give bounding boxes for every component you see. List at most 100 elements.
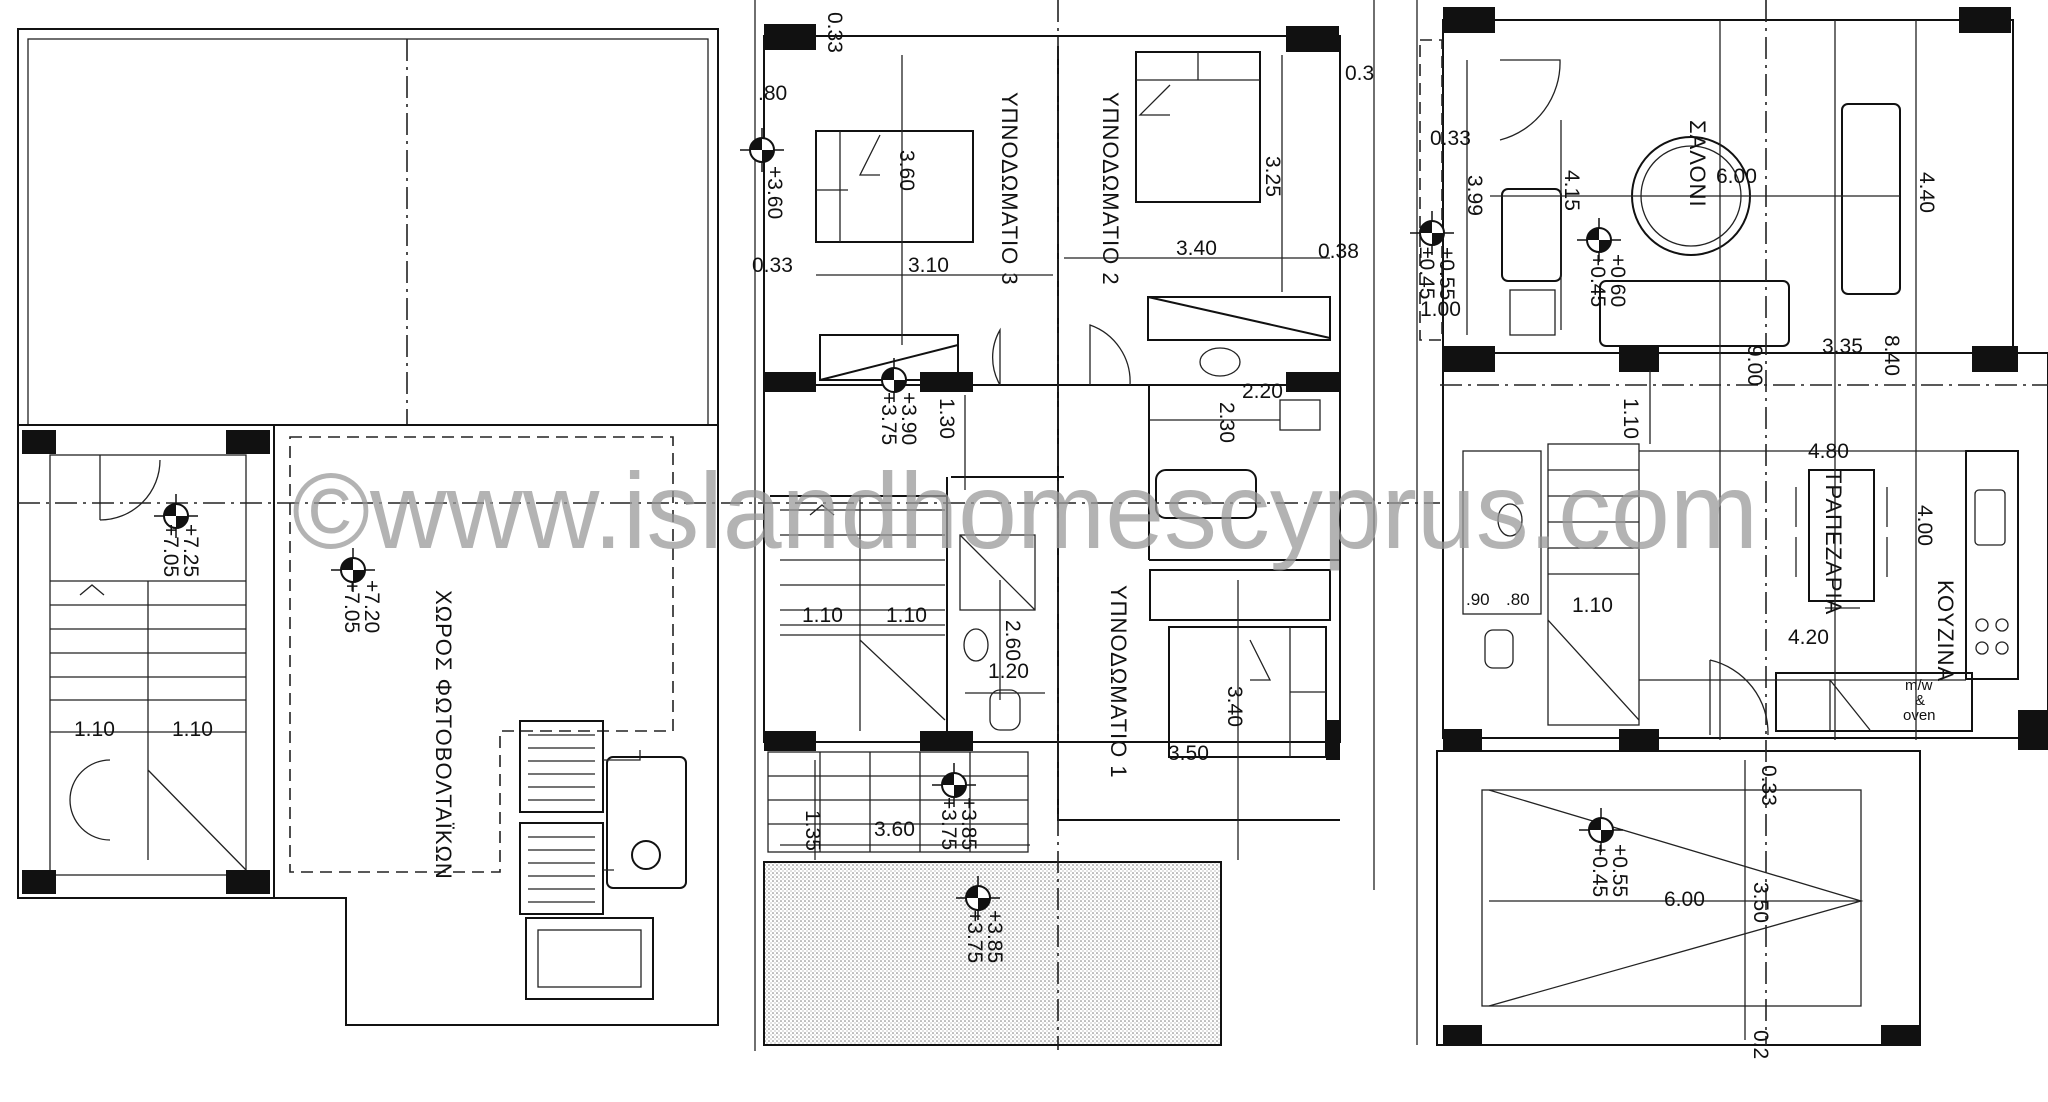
- level-top: +0.55: [1608, 844, 1631, 897]
- dimension: 0.33: [1430, 127, 1471, 150]
- dimension-lines: [780, 55, 1330, 860]
- wall-columns: [1443, 7, 2048, 1045]
- level-bottom: +3.75: [963, 910, 986, 963]
- dimension: 1.10: [1572, 594, 1613, 617]
- dining-table: [1795, 469, 1888, 609]
- level-top: +3.90: [897, 392, 920, 445]
- dimension: 3.40: [1223, 686, 1246, 727]
- dimension: 3.35: [1822, 335, 1863, 358]
- room-label-living-room: ΣΑΛΟΝΙ: [1685, 120, 1710, 208]
- level-top: +7.25: [179, 524, 202, 577]
- wall-column: [226, 430, 270, 454]
- watermark: ©www.islandhomescyprus.com: [292, 450, 1758, 571]
- terrace-hatched: [763, 861, 1222, 1046]
- dimension: 0.33: [1757, 765, 1780, 806]
- armchair: [1501, 188, 1562, 282]
- frame-line: [754, 0, 1375, 1051]
- sink: [1199, 347, 1241, 377]
- dimension: 1.20: [988, 660, 1029, 683]
- dimension: 3.99: [1463, 175, 1486, 216]
- level-marker: +0.55 ±0.45: [1409, 210, 1458, 300]
- dimension: 3.60: [895, 150, 918, 191]
- wall-column: [22, 870, 56, 894]
- dimension: .90: [1466, 590, 1490, 609]
- bathtub: [1155, 469, 1257, 519]
- living-room-furniture: [1501, 103, 1901, 347]
- stairs: [780, 496, 946, 731]
- dimension: .80: [1506, 590, 1530, 609]
- dimension: 1.35: [801, 810, 824, 851]
- stair-well: [49, 454, 247, 876]
- room-label-kitchen: ΚΟΥΖΙΝΑ: [1933, 580, 1958, 682]
- first-floor-plan: ΥΠΝΟΔΩΜΑΤΙΟ 3 ΥΠΝΟΔΩΜΑΤΙΟ 2 ΥΠΝΟΔΩΜΑΤΙΟ …: [739, 0, 1375, 1051]
- room-label-bedroom-2: ΥΠΝΟΔΩΜΑΤΙΟ 2: [1098, 92, 1123, 286]
- toilet: [989, 689, 1021, 731]
- appliance-label: m/w: [1905, 677, 1933, 694]
- dimension: 4.15: [1560, 170, 1583, 211]
- level-marker: +3.85 +3.75: [931, 762, 980, 850]
- spare-panel: [525, 917, 654, 1000]
- sofa: [1599, 280, 1790, 347]
- wardrobes: [819, 296, 1331, 621]
- dimension: 4.40: [1915, 172, 1938, 213]
- stair-block: [17, 424, 275, 899]
- level-marker: +7.20 +7.05: [330, 547, 383, 633]
- solar-panels: [519, 720, 687, 1000]
- level-bottom: +7.05: [340, 580, 363, 633]
- level-top: +7.20: [360, 580, 383, 633]
- dimension: 1.30: [935, 398, 958, 439]
- level-marker: +7.25 +7.05: [153, 493, 202, 577]
- entrance-door-swing: [1499, 59, 1561, 141]
- dimension: 1.10: [172, 718, 213, 741]
- level-bottom: +0.45: [1588, 844, 1611, 897]
- axis-line: [1440, 0, 2048, 1045]
- level-bottom: +7.05: [159, 524, 182, 577]
- dimension: 3.25: [1261, 156, 1284, 197]
- stair-treads: [50, 580, 247, 871]
- door-swing: [1709, 659, 1769, 736]
- room-label-bedroom-1: ΥΠΝΟΔΩΜΑΤΙΟ 1: [1106, 585, 1131, 779]
- roof-parapet: [27, 38, 709, 426]
- level-bottom: +3.75: [877, 392, 900, 445]
- dimension: 0.2: [1749, 1030, 1772, 1059]
- roof-outline: [17, 28, 719, 426]
- sofa: [1841, 103, 1901, 295]
- level-marker: +0.60 +0.45: [1576, 217, 1629, 307]
- kitchen-sink: [1974, 489, 2006, 546]
- entrance-steps: [1419, 39, 1443, 341]
- dimension: 3.50: [1168, 742, 1209, 765]
- bed: [1135, 51, 1261, 203]
- dimension: 6.00: [1664, 888, 1705, 911]
- kitchen-counters: [1775, 450, 2019, 732]
- side-table: [1509, 289, 1556, 336]
- dimension: 4.20: [1788, 626, 1829, 649]
- dimension: 0.33: [752, 254, 793, 277]
- dimension: 4.00: [1913, 505, 1936, 546]
- water-tank: [606, 756, 687, 889]
- shower: [959, 534, 1036, 611]
- level-top: +3.85: [957, 797, 980, 850]
- ground-floor-plan: m/w & oven ΣΑΛΟΝΙ ΤΡΑΠΕΖΑΡΙΑ ΚΟΥΖΙΝΑ +0.…: [1409, 0, 2048, 1059]
- stair-direction-arrow: [809, 504, 835, 516]
- room-label-bedroom-3: ΥΠΝΟΔΩΜΑΤΙΟ 3: [997, 92, 1022, 286]
- dimension: 9.00: [1743, 345, 1766, 386]
- dimension: 2.60: [1001, 620, 1024, 661]
- wall-column: [226, 870, 270, 894]
- dimension: 3.40: [1176, 237, 1217, 260]
- level-bottom: ±0.45: [1415, 247, 1438, 299]
- toilet: [1279, 399, 1321, 431]
- dimension: 1.10: [1619, 398, 1642, 439]
- solar-panel: [519, 720, 604, 813]
- dimension: 0.38: [1318, 240, 1359, 263]
- wc: [1462, 450, 1542, 669]
- hob: [1975, 618, 1989, 632]
- balcony: [767, 751, 1029, 853]
- dimension: 0.33: [823, 12, 846, 53]
- stair-direction-arrow: [79, 584, 105, 596]
- level-top: +0.55: [1435, 247, 1458, 300]
- bed: [815, 130, 974, 243]
- terrace-outline: [274, 424, 719, 1026]
- dimension: 1.10: [886, 604, 927, 627]
- dimension: 3.60: [874, 818, 915, 841]
